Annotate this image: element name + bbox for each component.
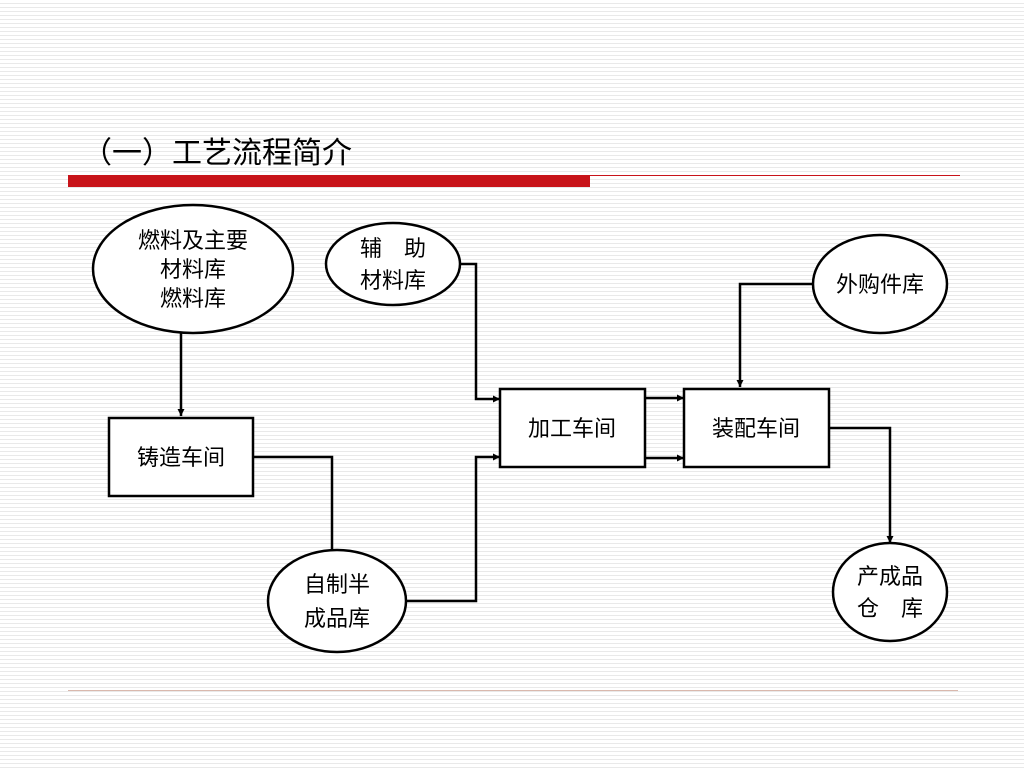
- page-title: （一）工艺流程简介: [82, 136, 352, 171]
- node-assembly: 装配车间: [682, 387, 831, 469]
- edge-purchased-to-assembly: [736, 282, 814, 387]
- edge-casting-to-semi: [253, 455, 336, 563]
- footer-divider: [68, 690, 958, 691]
- node-aux-material: 辅 助 材料库: [324, 221, 462, 307]
- node-semi-finished: 自制半 成品库: [266, 548, 408, 654]
- node-label: 外购件库: [836, 273, 924, 298]
- node-label: 自制半: [304, 573, 370, 598]
- node-finished-product: 产成品 仓 库: [831, 541, 949, 643]
- node-label: 辅 助: [360, 237, 426, 262]
- node-label: 材料库: [360, 269, 426, 294]
- node-machining: 加工车间: [498, 387, 647, 469]
- node-label: 装配车间: [712, 417, 800, 442]
- title-underline-thick: [68, 175, 590, 187]
- title-underline-thin: [590, 175, 960, 176]
- edge-semi-to-machining: [407, 453, 500, 603]
- node-fuel-main-material: 燃料及主要 材料库 燃料库: [91, 203, 295, 335]
- node-label: 加工车间: [528, 417, 616, 442]
- node-label: 燃料库: [160, 287, 226, 312]
- node-purchased-parts: 外购件库: [811, 233, 949, 335]
- edge-assembly-to-finished: [829, 426, 894, 543]
- node-casting: 铸造车间: [107, 416, 255, 498]
- node-label: 仓 库: [857, 597, 923, 622]
- node-label: 成品库: [304, 607, 370, 632]
- node-label: 燃料及主要: [138, 229, 248, 254]
- node-label: 产成品: [857, 565, 923, 590]
- edge-aux-to-machining: [460, 262, 500, 403]
- node-label: 材料库: [160, 258, 226, 283]
- node-label: 铸造车间: [137, 446, 225, 471]
